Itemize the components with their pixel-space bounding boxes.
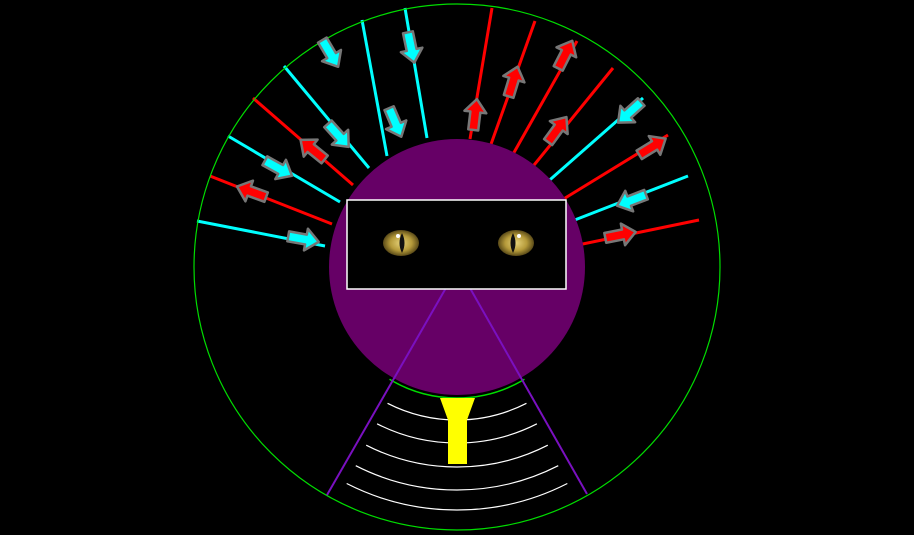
inbound-ray — [403, 7, 429, 139]
outer-ring — [193, 3, 721, 531]
arrow-group — [235, 30, 667, 252]
cone-edge-left — [326, 266, 459, 496]
sound-wave-arc — [355, 465, 559, 491]
outbound-arrow-icon — [635, 134, 667, 161]
right-eye-icon — [498, 230, 534, 256]
inbound-arrow-icon — [616, 97, 646, 124]
outbound-ray — [528, 67, 615, 171]
inbound-arrow-icon — [383, 104, 408, 138]
outbound-arrow-icon — [603, 222, 637, 247]
inbound-arrow-icon — [399, 30, 424, 64]
sound-wave-arc — [365, 444, 549, 468]
inbound-ray — [282, 65, 371, 169]
outbound-arrow-icon — [299, 138, 330, 165]
outbound-arrow-icon — [542, 115, 569, 147]
speaker-icon — [440, 398, 475, 464]
inbound-arrow-icon — [615, 188, 650, 213]
inbound-ray — [360, 19, 389, 157]
inbound-arrow-icon — [316, 36, 343, 69]
outbound-arrow-icon — [463, 97, 488, 132]
left-eye-icon — [383, 230, 419, 256]
hearing-cone — [326, 266, 588, 511]
cone-edge-right — [457, 266, 588, 495]
outbound-arrow-icon — [552, 39, 578, 72]
outbound-arrow-icon — [502, 65, 526, 100]
outbound-arrow-icon — [235, 179, 270, 204]
inbound-arrow-icon — [286, 227, 320, 252]
sound-wave-arc — [346, 482, 568, 511]
outbound-ray — [209, 174, 333, 226]
inbound-arrow-icon — [261, 155, 294, 181]
inbound-arrow-icon — [322, 119, 350, 149]
inner-ring-arc — [389, 378, 525, 399]
